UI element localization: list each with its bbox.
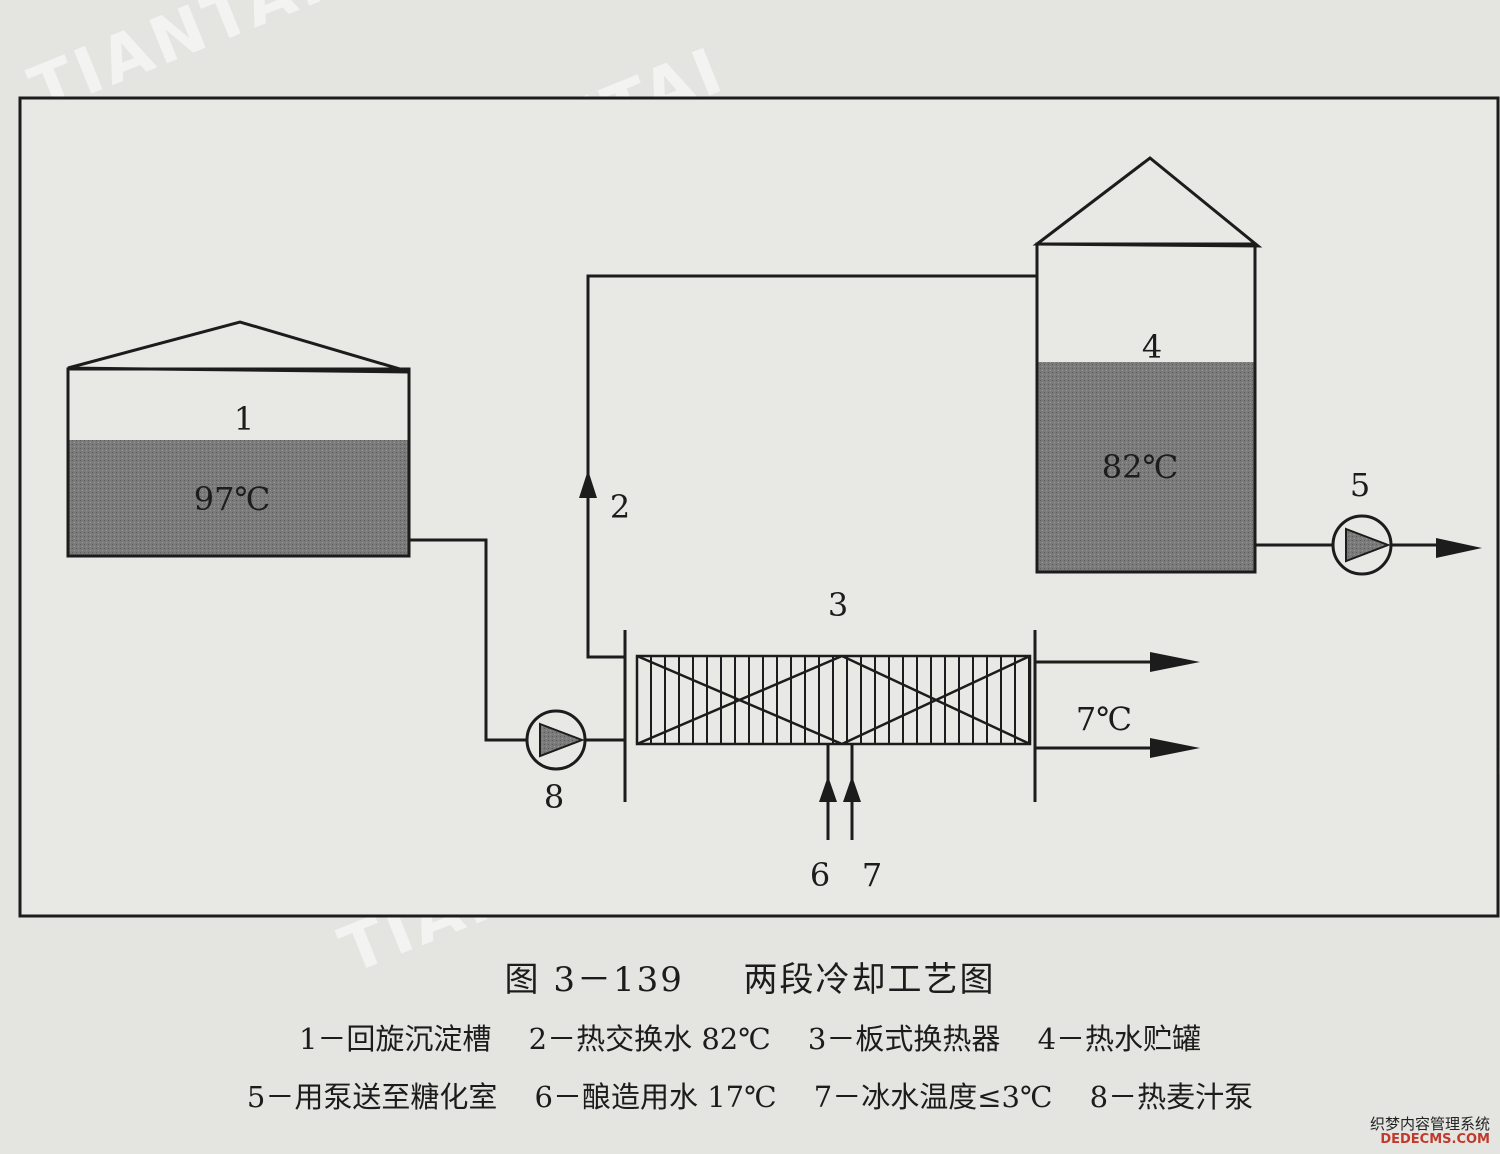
legend-item: 4－热水贮罐 (1037, 1022, 1202, 1056)
legend-item: 6－酿造用水 17℃ (534, 1080, 777, 1114)
legend-item: 8－热麦汁泵 (1089, 1080, 1254, 1114)
inlet-7-arrow-icon (843, 776, 861, 802)
legend-row-2: 5－用泵送至糖化室 6－酿造用水 17℃ 7－冰水温度≤3℃ 8－热麦汁泵 (0, 1074, 1500, 1116)
tank-4-number: 4 (1142, 328, 1162, 366)
hot-water-tank (1032, 156, 1263, 574)
tank-1-number: 1 (234, 400, 254, 438)
inlet-6-number: 6 (810, 856, 830, 894)
delivery-pump-icon (1331, 514, 1393, 576)
line-2-number: 2 (610, 488, 630, 526)
legend-item: 5－用泵送至糖化室 (246, 1080, 498, 1114)
site-watermark-cn: 织梦内容管理系统 (1369, 1115, 1490, 1133)
site-watermark-en: DEDECMS.COM (1380, 1132, 1490, 1147)
figure-caption: 图 3－139 两段冷却工艺图 (0, 952, 1500, 1001)
legend-item: 7－冰水温度≤3℃ (813, 1080, 1053, 1114)
wort-pump-icon (525, 709, 587, 771)
legend-item: 1－回旋沉淀槽 (298, 1022, 492, 1056)
tank-1-temperature: 97℃ (194, 480, 271, 518)
pipes (409, 274, 1440, 750)
outlet-temperature: 7℃ (1076, 700, 1132, 738)
flow-arrow-right-icon (1150, 652, 1200, 672)
site-watermark: 织梦内容管理系统 DEDECMS.COM (1370, 1116, 1490, 1148)
legend-item: 2－热交换水 82℃ (528, 1022, 771, 1056)
figure-title: 两段冷却工艺图 (743, 960, 996, 1000)
legend-row-1: 1－回旋沉淀槽 2－热交换水 82℃ 3－板式换热器 4－热水贮罐 (0, 1016, 1500, 1058)
pump-5-number: 5 (1350, 466, 1370, 504)
plate-heat-exchanger (623, 630, 1037, 802)
flow-arrow-right-icon (1150, 738, 1200, 758)
figure-number: 图 3－139 (504, 960, 684, 1000)
whirlpool-tank (66, 320, 411, 558)
flow-arrow-right-icon (1436, 538, 1482, 558)
inlet-7-number: 7 (862, 856, 882, 894)
pump-8-number: 8 (544, 778, 564, 816)
flow-arrow-up-icon (579, 470, 597, 498)
exchanger-3-number: 3 (828, 586, 848, 624)
tank-4-temperature: 82℃ (1102, 448, 1179, 486)
inlet-6-arrow-icon (819, 776, 837, 802)
legend-item: 3－板式换热器 (807, 1022, 1001, 1056)
